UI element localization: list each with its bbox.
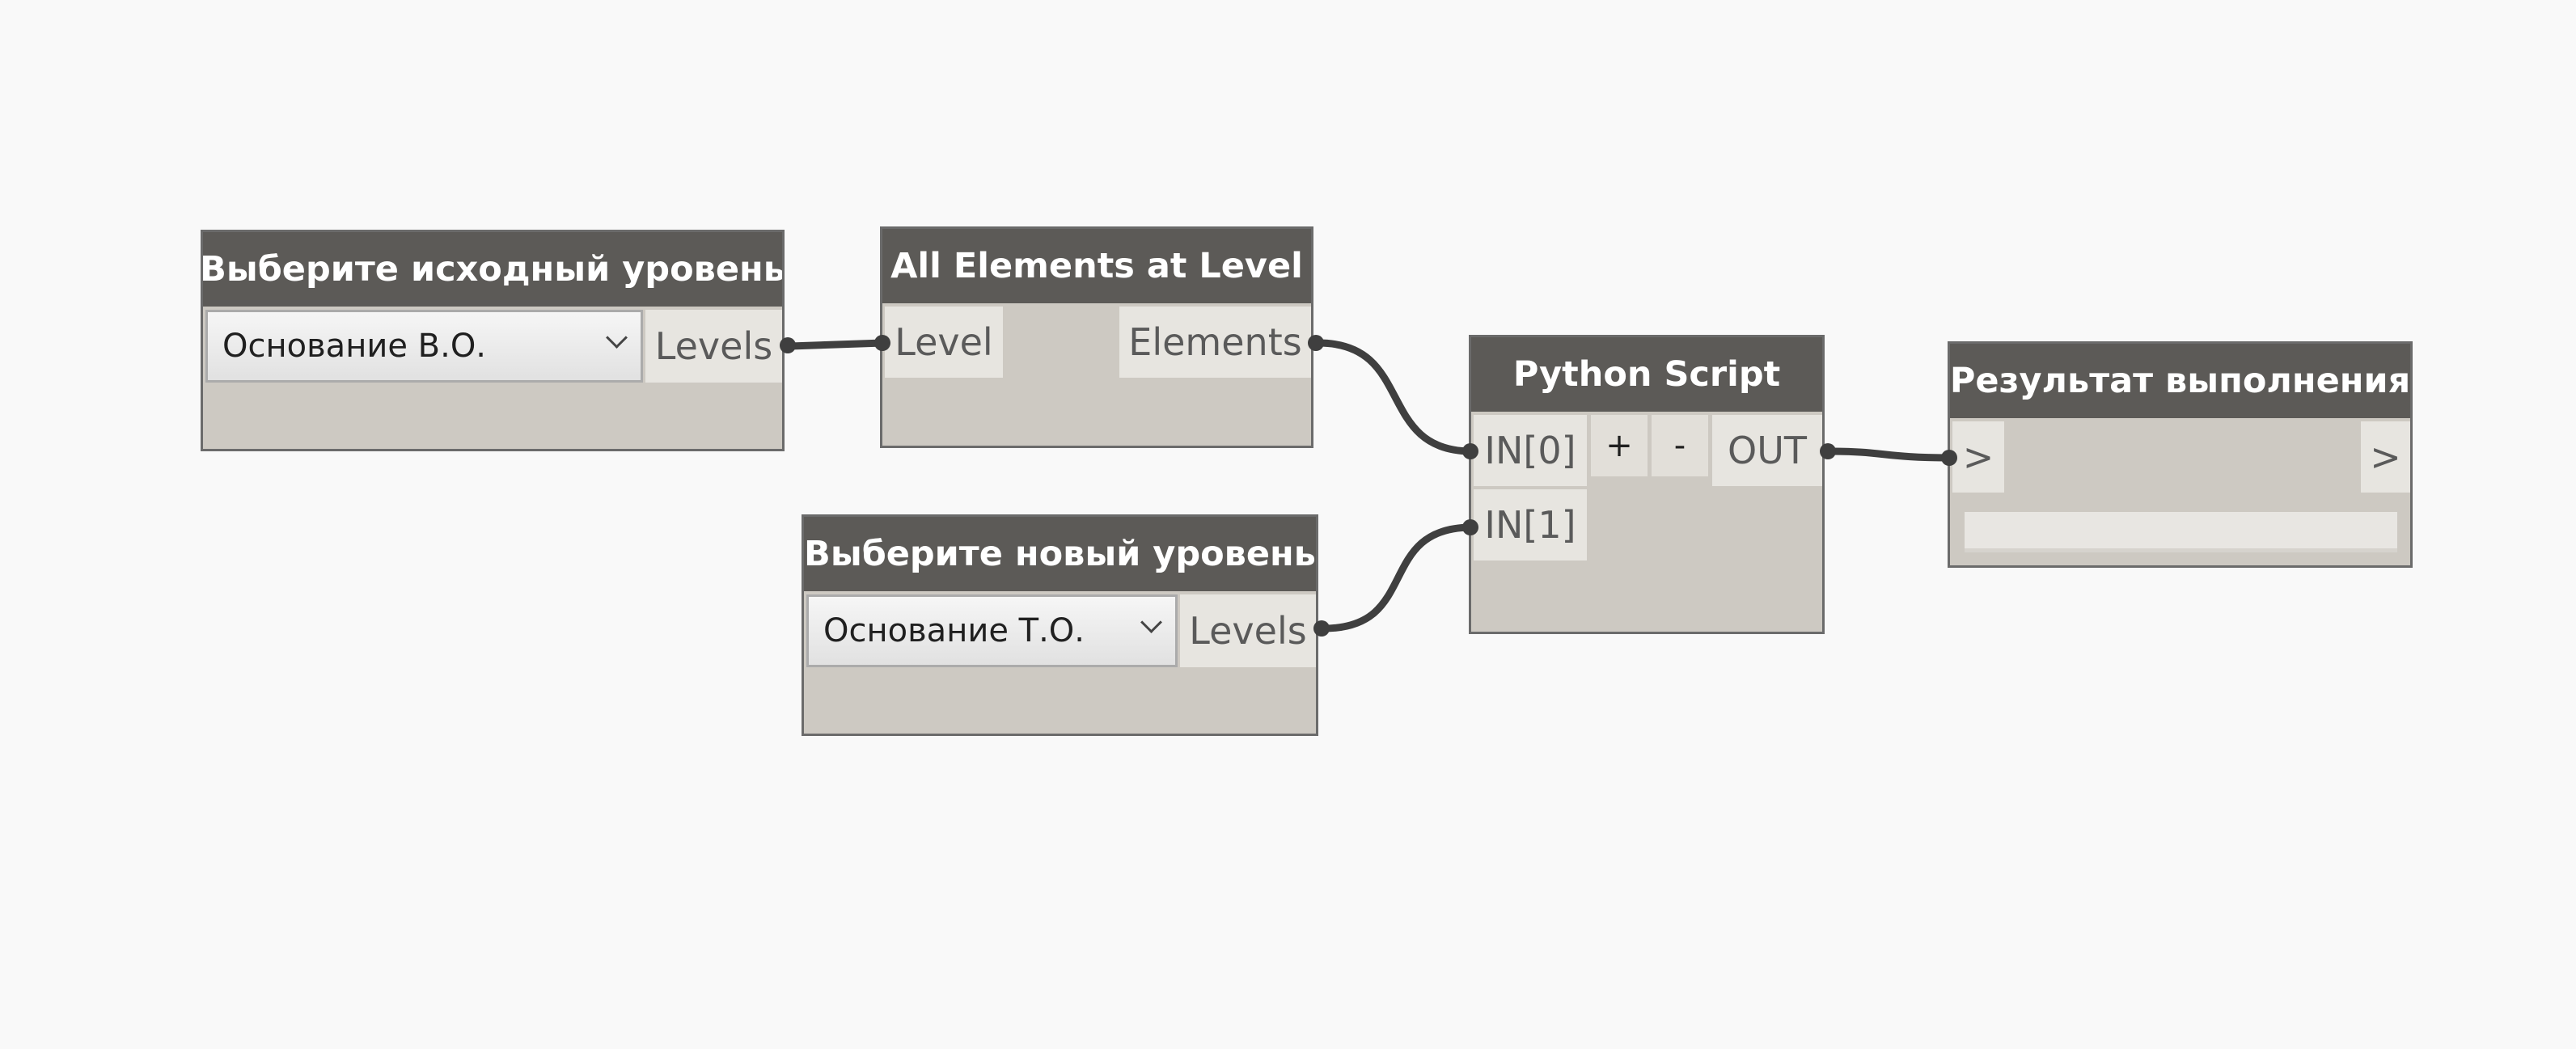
wire-out-to-watch[interactable] [1825, 447, 1953, 462]
node-python-script[interactable]: Python Script IN[0] + - OUT IN[1] [1469, 335, 1825, 634]
node-title[interactable]: Результат выполнения [1950, 344, 2410, 418]
node-all-elements-at-level[interactable]: All Elements at Level Level Elements [880, 226, 1313, 448]
input-port-dot[interactable] [874, 335, 890, 351]
output-port-out[interactable]: OUT [1712, 415, 1822, 486]
output-port-elements[interactable]: Elements [1119, 307, 1311, 378]
input-port-dot[interactable] [1462, 519, 1478, 535]
node-title[interactable]: Выберите исходный уровень [203, 232, 782, 307]
output-port-watch[interactable]: > [2361, 421, 2410, 493]
wire-source-level-to-level[interactable] [786, 339, 887, 350]
output-port-dot[interactable] [1820, 443, 1836, 459]
node-select-source-level[interactable]: Выберите исходный уровень Основание В.О.… [201, 230, 785, 451]
node-title[interactable]: All Elements at Level [882, 229, 1311, 303]
input-port-in1[interactable]: IN[1] [1474, 489, 1587, 560]
wire-elements-to-in0[interactable] [1314, 339, 1476, 455]
input-port-dot[interactable] [1462, 443, 1478, 459]
node-title[interactable]: Python Script [1471, 337, 1822, 412]
level-dropdown[interactable]: Основание Т.О. [806, 594, 1178, 667]
output-port-levels[interactable]: Levels [645, 310, 782, 383]
dropdown-selected-value: Основание В.О. [222, 328, 487, 365]
input-port-watch[interactable]: > [1952, 421, 2004, 493]
input-port-level[interactable]: Level [885, 307, 1003, 378]
input-port-in0[interactable]: IN[0] [1474, 415, 1587, 486]
output-port-dot[interactable] [780, 337, 796, 353]
remove-input-button[interactable]: - [1652, 415, 1708, 476]
output-port-levels[interactable]: Levels [1180, 594, 1316, 667]
dropdown-selected-value: Основание Т.О. [823, 612, 1085, 649]
input-port-dot[interactable] [1941, 450, 1957, 466]
node-select-new-level[interactable]: Выберите новый уровень Основание Т.О. Le… [802, 514, 1318, 736]
output-port-dot[interactable] [1313, 620, 1330, 637]
wire-new-level-to-in1[interactable] [1320, 523, 1476, 632]
add-input-button[interactable]: + [1591, 415, 1648, 476]
watch-output-area [1965, 512, 2397, 552]
output-port-dot[interactable] [1308, 335, 1324, 351]
node-watch-result[interactable]: Результат выполнения > > [1948, 341, 2413, 568]
chevron-down-icon [1140, 611, 1162, 633]
chevron-down-icon [606, 327, 628, 349]
level-dropdown[interactable]: Основание В.О. [205, 310, 643, 383]
node-title[interactable]: Выберите новый уровень [804, 517, 1316, 591]
